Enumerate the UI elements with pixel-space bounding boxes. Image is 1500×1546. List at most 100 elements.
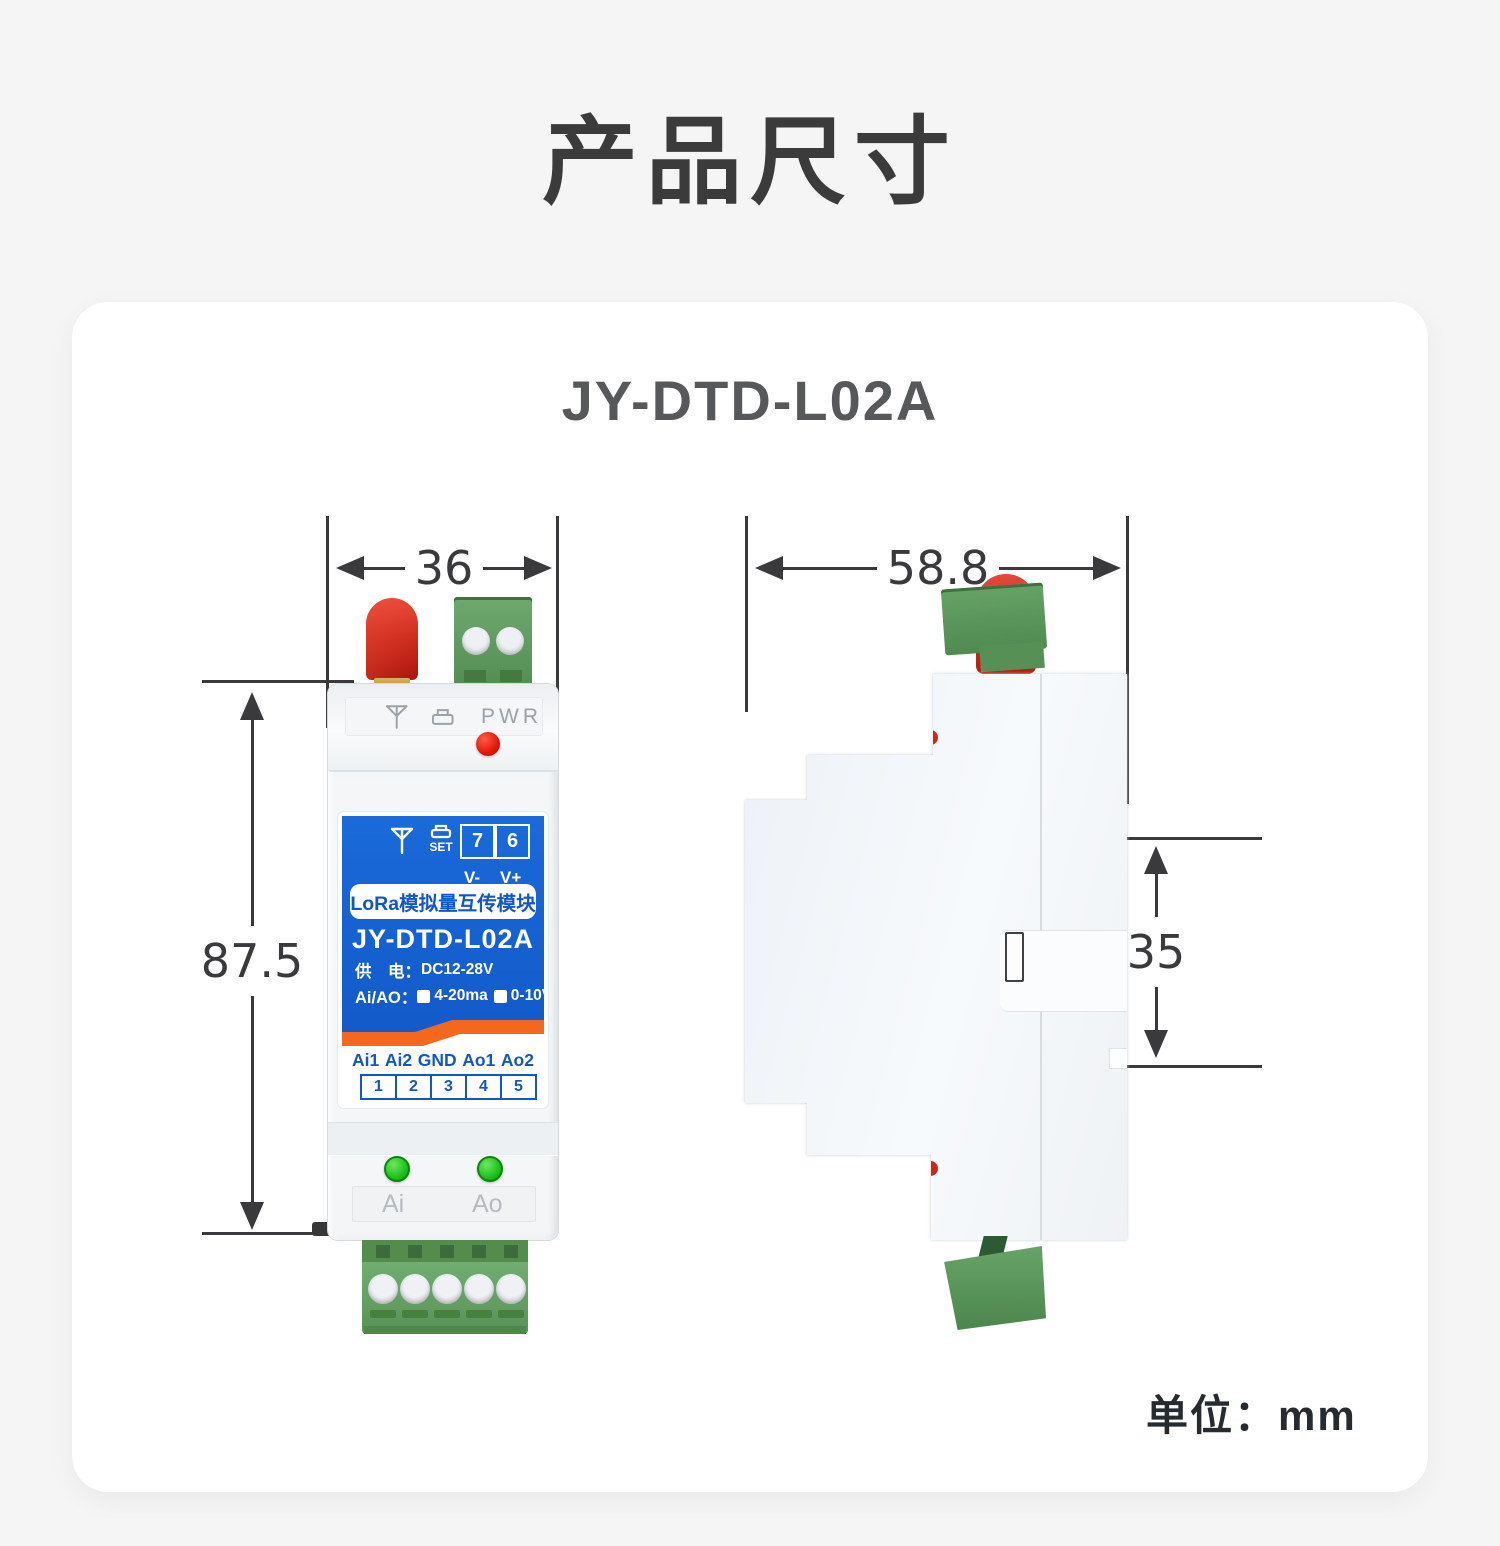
dimension-value-side-depth: 58.8 <box>886 541 990 595</box>
terminal-slot <box>402 1310 428 1318</box>
terminal-number: 3 <box>430 1074 467 1100</box>
terminal-slot <box>498 1310 524 1318</box>
status-led-side <box>929 1161 938 1176</box>
ext-line-depth-right <box>1126 516 1129 804</box>
ext-line-rail-top <box>1102 837 1262 840</box>
front-lower-section: Ai Ao <box>328 1108 558 1240</box>
aiao-label: Ai/AO： <box>355 989 418 1007</box>
arrowhead-left-icon <box>336 556 364 580</box>
model-heading: JY-DTD-L02A <box>561 369 939 432</box>
led-label-box <box>352 1186 536 1222</box>
power-terminal-block <box>454 597 532 688</box>
antenna-cap <box>366 598 418 680</box>
power-label: 供 电： <box>355 963 421 981</box>
terminal-screw <box>496 1274 526 1304</box>
terminal-hole <box>376 1245 390 1258</box>
dimension-front-height: 87.5 <box>200 692 304 1230</box>
power-value: DC12-28V <box>421 961 494 978</box>
ext-line-rail-bottom <box>1102 1065 1262 1068</box>
terminal-name: GND <box>417 1050 457 1070</box>
antenna-icon <box>385 704 408 729</box>
terminal-slot <box>464 670 486 682</box>
ext-line-width-left <box>326 516 329 728</box>
ai-led <box>384 1156 410 1182</box>
checkbox-icon <box>417 989 431 1003</box>
terminal-hole <box>504 1245 518 1258</box>
label-icon-row: SET 7 6 <box>342 822 544 864</box>
ext-line-width-right <box>556 516 559 728</box>
front-top-cap: PWR <box>328 684 558 772</box>
v-plus-label: V+ <box>500 868 522 887</box>
terminal-hole <box>408 1245 422 1258</box>
product-name-pill: LoRa模拟量互传模块 <box>350 884 536 919</box>
pwr-led-side <box>929 730 938 745</box>
port-6: 6 <box>506 830 519 852</box>
side-device-body <box>745 674 1127 1240</box>
terminal-slot <box>370 1310 396 1318</box>
terminal-screw <box>496 627 524 655</box>
checkbox-icon <box>493 989 507 1003</box>
dimension-value-front-height: 87.5 <box>200 934 304 988</box>
terminal-hole <box>472 1245 486 1258</box>
arrowhead-down-icon <box>1144 1030 1168 1058</box>
v-minus-label: V- <box>464 868 481 887</box>
top-icon-strip: PWR <box>345 697 543 736</box>
terminal-screw <box>400 1274 430 1304</box>
port-7-box: 7 <box>460 824 495 859</box>
terminal-number: 2 <box>395 1074 432 1100</box>
set-button-icon <box>432 708 455 725</box>
port-7: 7 <box>471 830 484 852</box>
pwr-label: PWR <box>481 704 542 728</box>
ext-line-height-top <box>202 680 354 683</box>
arrowhead-up-icon <box>240 692 264 720</box>
label-model: JY-DTD-L02A <box>351 924 535 954</box>
terminal-number: 1 <box>360 1074 397 1100</box>
pwr-led <box>476 732 500 756</box>
arrowhead-down-icon <box>240 1202 264 1230</box>
terminal-number: 5 <box>500 1074 537 1100</box>
aiao-spec-line: Ai/AO： 4-20ma 0-10V <box>355 984 553 1008</box>
terminal-hole <box>440 1245 454 1258</box>
terminal-slot <box>466 1310 492 1318</box>
arrowhead-left-icon <box>755 556 783 580</box>
dimension-value-rail-height: 35 <box>1126 925 1186 979</box>
dimension-rail-height: 35 <box>1108 846 1204 1058</box>
ao-label: Ao <box>472 1190 503 1218</box>
terminal-number: 4 <box>465 1074 502 1100</box>
terminal-bottom-strip <box>364 1326 526 1334</box>
terminal-name: Ai2 <box>384 1050 413 1070</box>
arrowhead-right-icon <box>524 556 553 580</box>
terminal-name: Ao2 <box>500 1050 534 1070</box>
label-panel: SET 7 6 V- V+ LoRa模拟量互传模块 JY-DTD-L02A 供 … <box>338 812 548 1108</box>
product-name: LoRa模拟量互传模块 <box>350 893 536 915</box>
power-terminal-side-lower <box>979 641 1045 673</box>
set-button-icon <box>430 824 452 839</box>
terminal-name: Ai1 <box>352 1050 380 1070</box>
aiao-option-2: 0-10V <box>510 987 553 1004</box>
din-clip-tab <box>1109 1048 1127 1069</box>
antenna-icon <box>390 827 414 855</box>
terminal-name: Ao1 <box>462 1050 496 1070</box>
dimension-side-depth: 58.8 <box>755 541 1122 595</box>
terminal-screw <box>462 627 490 655</box>
front-device-body: PWR SET <box>328 684 558 1240</box>
aiao-option-1: 4-20ma <box>434 987 488 1004</box>
arrowhead-up-icon <box>1144 846 1168 874</box>
blue-label: SET 7 6 V- V+ LoRa模拟量互传模块 JY-DTD-L02A 供 … <box>342 816 544 1036</box>
terminal-screw <box>464 1274 494 1304</box>
ext-line-height-bottom <box>202 1232 356 1235</box>
terminal-slot <box>434 1310 460 1318</box>
ext-line-depth-left <box>745 516 748 712</box>
case-groove <box>328 1122 558 1156</box>
terminal-screw <box>432 1274 462 1304</box>
port-6-box: 6 <box>495 824 530 859</box>
io-terminal-side <box>944 1246 1046 1330</box>
side-body-shape <box>745 674 1127 1240</box>
ao-led <box>477 1156 503 1182</box>
ai-label: Ai <box>382 1190 405 1218</box>
terminal-name-row: Ai1 Ai2 GND Ao1 Ao2 <box>344 1050 542 1071</box>
power-spec-line: 供 电： DC12-28V <box>355 958 493 982</box>
din-latch <box>1005 932 1024 982</box>
terminal-number-row: 1 2 3 4 5 <box>360 1074 537 1100</box>
page-title: 产品尺寸 <box>542 109 958 216</box>
